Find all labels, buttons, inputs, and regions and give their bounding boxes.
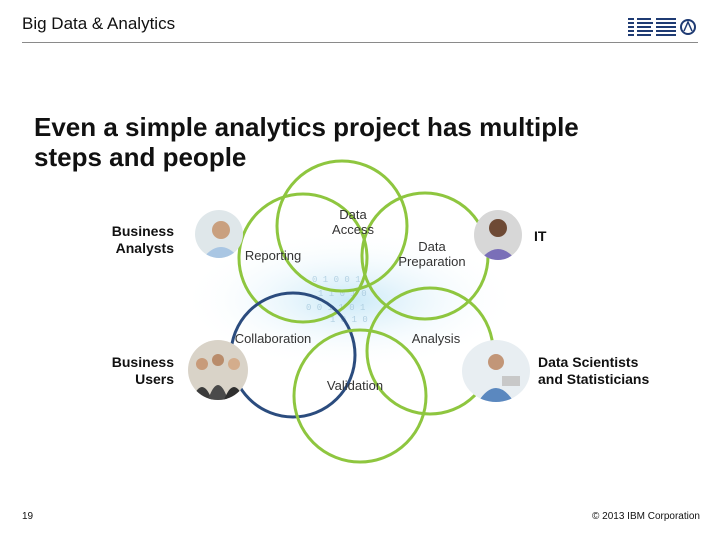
ring-data-access bbox=[275, 159, 409, 293]
page-header-title: Big Data & Analytics bbox=[22, 14, 176, 33]
step-label-analysis: Analysis bbox=[411, 331, 461, 346]
headline-line-1: Even a simple analytics project has mult… bbox=[34, 112, 579, 142]
step-label-data-preparation: Data Preparation bbox=[398, 239, 466, 269]
data-scientist-photo bbox=[462, 340, 530, 402]
ring-validation bbox=[292, 328, 428, 464]
business-analyst-photo bbox=[195, 210, 243, 258]
ring-reporting bbox=[237, 192, 369, 324]
slide-headline: Even a simple analytics project has mult… bbox=[34, 112, 674, 172]
role-label-business-users: Business Users bbox=[111, 354, 174, 387]
it-person-photo bbox=[474, 210, 522, 260]
header-divider bbox=[22, 42, 698, 43]
step-label-reporting: Reporting bbox=[244, 248, 302, 263]
role-label-business-analysts: Business Analysts bbox=[111, 223, 174, 256]
step-label-validation: Validation bbox=[326, 378, 384, 393]
svg-text:1 1 0 1 0: 1 1 0 1 0 bbox=[318, 289, 367, 299]
step-label-data-access: Data Access bbox=[332, 207, 374, 237]
copyright-notice: © 2013 IBM Corporation bbox=[592, 511, 700, 522]
role-label-data-scientists: Data Scientists and Statisticians bbox=[538, 354, 650, 387]
role-label-it: IT bbox=[534, 228, 547, 244]
business-users-photo bbox=[188, 340, 248, 400]
svg-text:0 0 1 1 0 1: 0 0 1 1 0 1 bbox=[306, 303, 365, 313]
ibm-logo bbox=[626, 14, 698, 40]
headline-line-2: steps and people bbox=[34, 142, 247, 172]
svg-text:1 0 1 0: 1 0 1 0 bbox=[330, 315, 368, 325]
step-label-collaboration: Collaboration bbox=[234, 331, 312, 346]
slide-number: 19 bbox=[22, 511, 34, 522]
svg-text:0 1 0 0 1: 0 1 0 0 1 bbox=[312, 275, 361, 285]
binary-pattern: 0 1 0 0 1 1 1 0 1 0 0 0 1 1 0 1 1 0 1 0 bbox=[306, 275, 368, 325]
